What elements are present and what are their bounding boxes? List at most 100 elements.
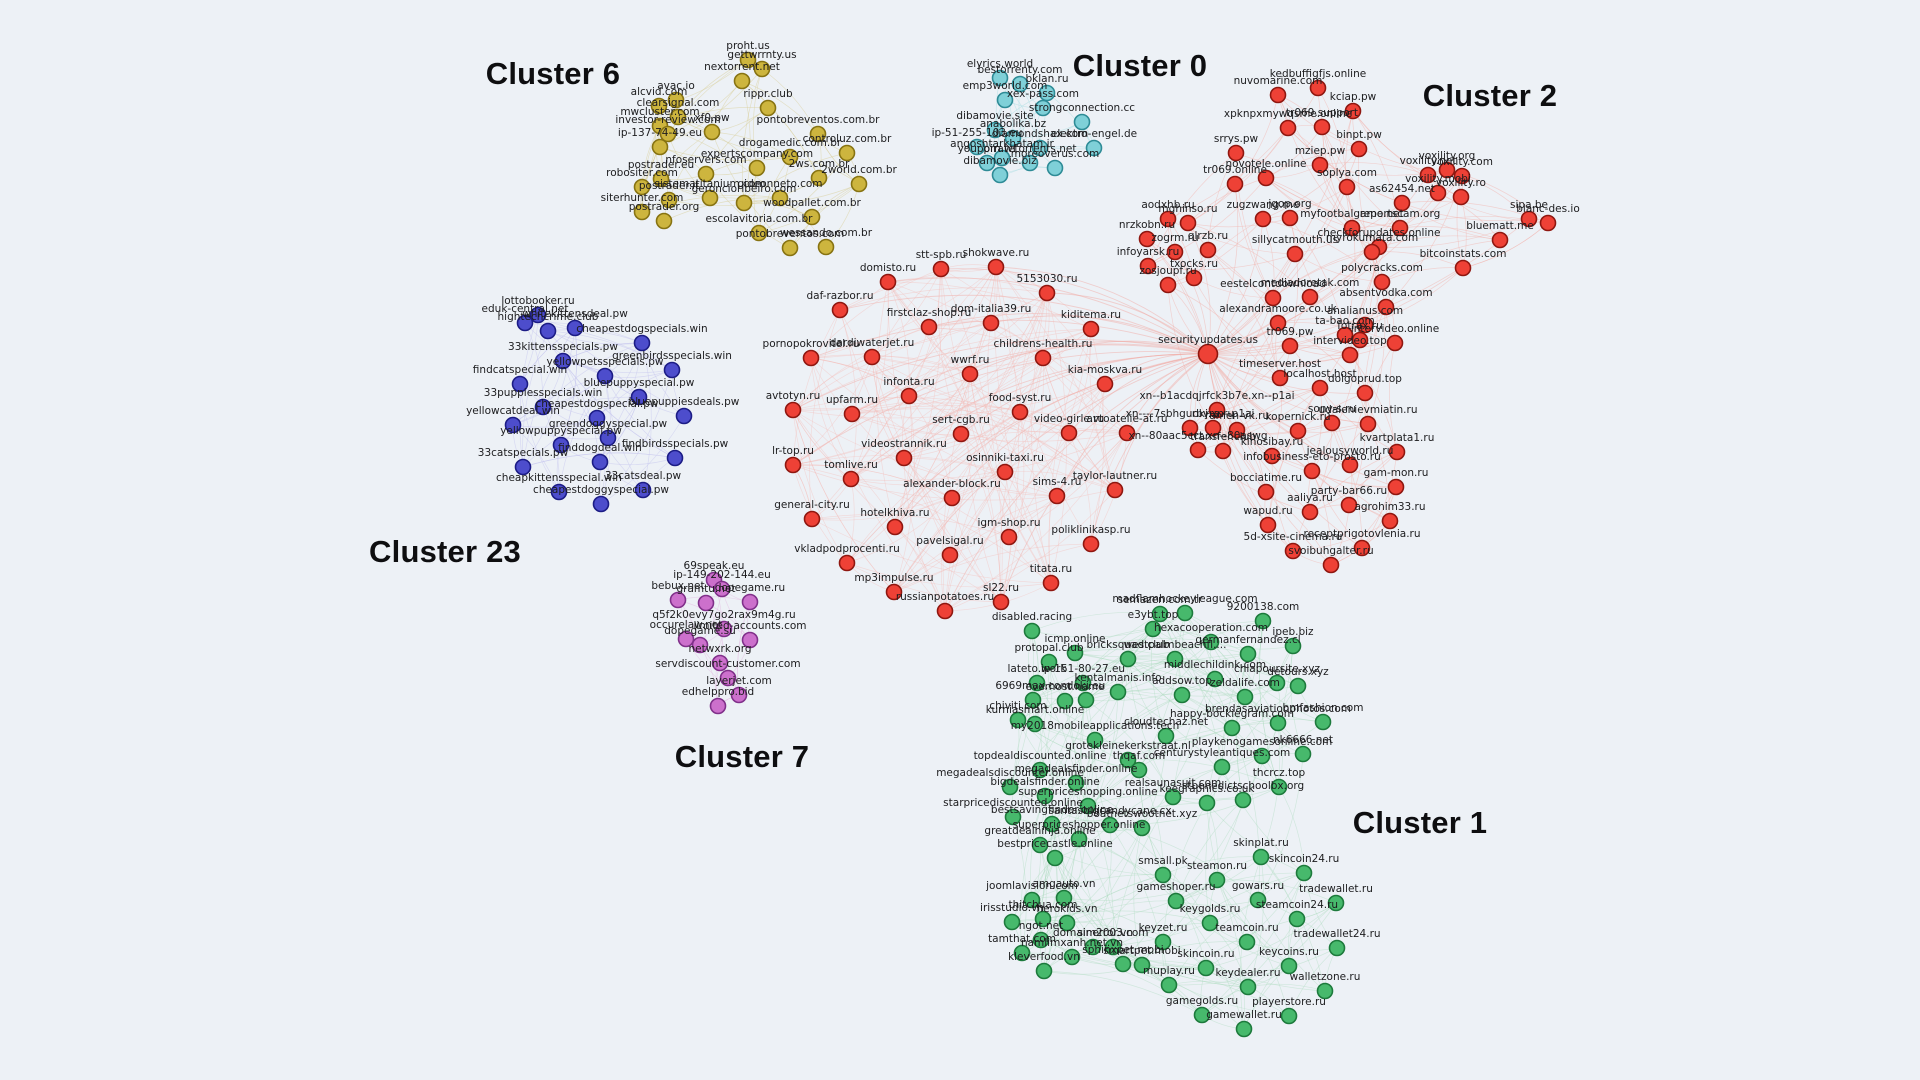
graph-node-eduk-central.net[interactable]: [516, 314, 534, 332]
graph-node-tr069.pw[interactable]: [1281, 337, 1299, 355]
graph-node-thqaf.com[interactable]: [1130, 761, 1148, 779]
graph-node-bluepuppiesdeals.pw[interactable]: [675, 407, 693, 425]
graph-node-bmfashion.com[interactable]: [1314, 713, 1332, 731]
graph-node-topdealdiscounted.online[interactable]: [1031, 761, 1049, 779]
graph-node-semazen.com.tr[interactable]: [1151, 605, 1169, 623]
graph-node-alexander-block.ru[interactable]: [943, 489, 961, 507]
graph-node-general-city.ru[interactable]: [803, 510, 821, 528]
graph-node-megadealsfinder.online[interactable]: [1067, 774, 1085, 792]
graph-node-zogrm.ru[interactable]: [1166, 243, 1184, 261]
graph-node-yellowpetsspecials.pw[interactable]: [596, 367, 614, 385]
graph-node-ta-bao.com[interactable]: [1336, 326, 1354, 344]
graph-node-bestsavingfinder.online[interactable]: [1043, 815, 1061, 833]
graph-node-jealousyworld.ru[interactable]: [1341, 456, 1359, 474]
graph-node-9200138.com[interactable]: [1254, 612, 1272, 630]
graph-node-transfer.club[interactable]: [1214, 442, 1232, 460]
graph-node-xn--b1acdqjrfck3b7e.xn--p1ai[interactable]: [1208, 401, 1226, 419]
graph-node-infobusiness-eto-prosto.ru[interactable]: [1303, 462, 1321, 480]
graph-node-tomlive.ru[interactable]: [842, 470, 860, 488]
graph-node-ip-51-255-103.eu[interactable]: [968, 138, 986, 156]
graph-node-mghinso.ru[interactable]: [1179, 214, 1197, 232]
graph-node-xf0.pw[interactable]: [703, 123, 721, 141]
graph-node-dom-italia39.ru[interactable]: [982, 314, 1000, 332]
graph-node-upfarm.ru[interactable]: [843, 405, 861, 423]
graph-node-layerjet.com[interactable]: [730, 686, 748, 704]
graph-node-chlapoursite.xyz[interactable]: [1268, 674, 1286, 692]
graph-node-srrys.pw[interactable]: [1227, 144, 1245, 162]
graph-node-polycracks.com[interactable]: [1373, 273, 1391, 291]
graph-node-sistematitanium.com[interactable]: [701, 189, 719, 207]
graph-node-angoshtarkhatam.ir[interactable]: [993, 149, 1011, 167]
graph-node-keegraphics.co.uk[interactable]: [1198, 794, 1216, 812]
graph-node-localhost.host[interactable]: [1311, 379, 1329, 397]
graph-node-occurelaw.net[interactable]: [677, 630, 695, 648]
graph-node-absentvodka.com[interactable]: [1377, 298, 1395, 316]
graph-node-receptprigotovlenia.ru[interactable]: [1353, 539, 1371, 557]
graph-node-anabolika.bz[interactable]: [1004, 129, 1022, 147]
graph-node-proht.us[interactable]: [739, 51, 757, 69]
graph-node-thitchua.com[interactable]: [1034, 910, 1052, 928]
graph-node-netwxrk.org[interactable]: [711, 654, 729, 672]
graph-node-33kittensspecials.pw[interactable]: [554, 352, 572, 370]
graph-node-steamon.ru[interactable]: [1208, 871, 1226, 889]
graph-node-steamcoin24.ru[interactable]: [1288, 910, 1306, 928]
graph-node-finddogdeal.win[interactable]: [591, 453, 609, 471]
graph-node-emp3world.com[interactable]: [996, 91, 1014, 109]
graph-node-svoibuhgalter.ru[interactable]: [1322, 556, 1340, 574]
graph-node-gamewallet.ru[interactable]: [1235, 1020, 1253, 1038]
graph-node-e3ybt.top[interactable]: [1144, 620, 1162, 638]
graph-node-greendoggyspecial.pw[interactable]: [599, 429, 617, 447]
graph-node-2world.com.br[interactable]: [850, 175, 868, 193]
graph-node-kleverfood.vn[interactable]: [1035, 962, 1053, 980]
graph-node-mediadoretak.com[interactable]: [1301, 288, 1319, 306]
graph-node-robositer.com[interactable]: [633, 178, 651, 196]
graph-node-cheapkittensspecial.win[interactable]: [550, 483, 568, 501]
graph-node-intervideo.top[interactable]: [1341, 346, 1359, 364]
graph-node-controluz.com.br[interactable]: [838, 144, 856, 162]
graph-node-33catspecials.pw[interactable]: [514, 458, 532, 476]
graph-node-pontobreventos.com.br[interactable]: [809, 125, 827, 143]
graph-node-icmp.online[interactable]: [1066, 644, 1084, 662]
graph-node-cheapestdogspecial.pw[interactable]: [588, 409, 606, 427]
graph-node-33puppiesspecials.win[interactable]: [534, 398, 552, 416]
graph-node-2ws.com.br[interactable]: [810, 169, 828, 187]
graph-node-keyzet.ru[interactable]: [1154, 933, 1172, 951]
graph-node-nuvomarine.com[interactable]: [1269, 86, 1287, 104]
graph-node-herokids.vn[interactable]: [1058, 914, 1076, 932]
graph-node-doki.eu[interactable]: [1077, 691, 1095, 709]
graph-node-bocciatime.ru[interactable]: [1257, 483, 1275, 501]
graph-node-33catsdeal.pw[interactable]: [634, 481, 652, 499]
graph-node-disabled.racing[interactable]: [1023, 622, 1041, 640]
graph-node-teamcoin.ru[interactable]: [1238, 933, 1256, 951]
graph-node-cloudtechaz.net[interactable]: [1157, 727, 1175, 745]
graph-node-sphinxpet.mobi[interactable]: [1114, 955, 1132, 973]
graph-node-clearsignal.com[interactable]: [669, 108, 687, 126]
graph-node-detours.xyz[interactable]: [1289, 677, 1307, 695]
graph-node-bluepuppyspecial.pw[interactable]: [630, 388, 648, 406]
graph-node-xn----7sbhguokj.xn--p1ai[interactable]: [1181, 419, 1199, 437]
graph-node-piratetorrents.net[interactable]: [1021, 154, 1039, 172]
graph-node-diamondshax.com[interactable]: [1031, 139, 1049, 157]
graph-node-bigdealsfinder.online[interactable]: [1036, 787, 1054, 805]
graph-node-grotekleinekerkstraat.nl[interactable]: [1119, 751, 1137, 769]
graph-node-kiditema.ru[interactable]: [1082, 320, 1100, 338]
graph-node-muplay.ru[interactable]: [1160, 976, 1178, 994]
graph-node-avtoatelie-at.ru[interactable]: [1118, 424, 1136, 442]
graph-node-westpalmbeachfl....[interactable]: [1166, 650, 1184, 668]
graph-node-q5f2k0evy7go2rax9m4g.ru[interactable]: [715, 620, 733, 638]
graph-node-boatnetswootnet.xyz[interactable]: [1133, 819, 1151, 837]
graph-node-5d-xsite-cinema.ru[interactable]: [1284, 542, 1302, 560]
graph-node-eestelcontdownload[interactable]: [1264, 289, 1282, 307]
graph-node-tamthat.com[interactable]: [1013, 944, 1031, 962]
graph-node-xn--80aac5cct.xn--80aswg[interactable]: [1189, 441, 1207, 459]
graph-node-expertscompany.com[interactable]: [748, 159, 766, 177]
graph-node-wapud.ru[interactable]: [1259, 516, 1277, 534]
graph-node-smsall.pk[interactable]: [1154, 866, 1172, 884]
graph-node-greenbirdsspecials.win[interactable]: [663, 361, 681, 379]
graph-node-protopal.club[interactable]: [1040, 653, 1058, 671]
graph-node-nk6666.net[interactable]: [1294, 745, 1312, 763]
graph-node-bestpricecastle.online[interactable]: [1046, 849, 1064, 867]
graph-node-gam-mon.ru[interactable]: [1387, 478, 1405, 496]
graph-node-drogamedic.com.br[interactable]: [781, 148, 799, 166]
graph-node-dopegame.ru[interactable]: [741, 593, 759, 611]
